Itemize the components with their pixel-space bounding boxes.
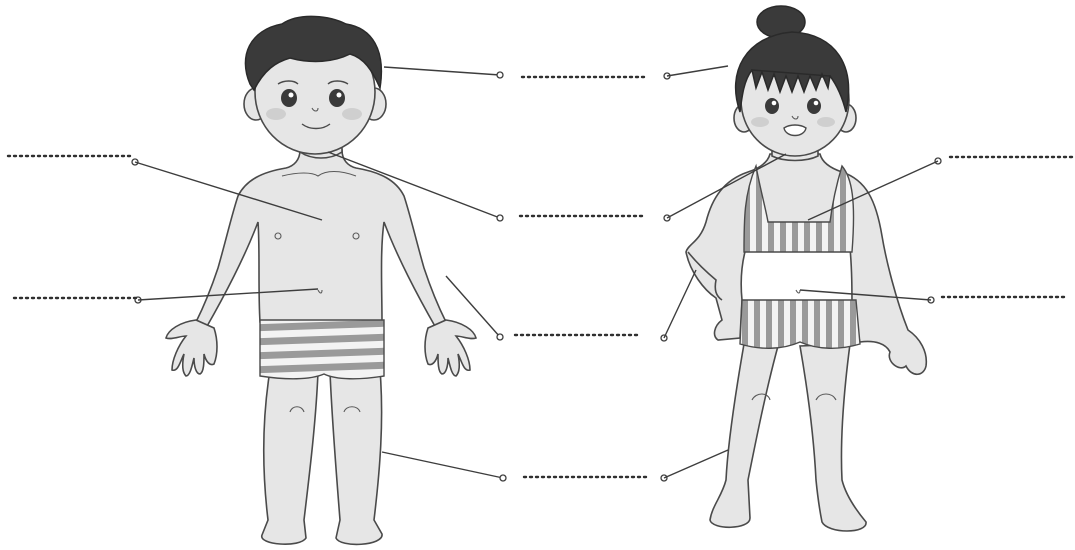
endpoint-boy-neck — [497, 215, 503, 221]
leader-boy-head — [384, 67, 500, 75]
boy-figure — [166, 16, 476, 544]
answer-blanks[interactable] — [8, 77, 1073, 477]
endpoint-boy-leg — [500, 475, 506, 481]
endpoint-boy-arm — [497, 334, 503, 340]
leader-girl-leg — [664, 450, 728, 478]
leader-girl-head — [667, 66, 728, 76]
leader-boy-leg — [382, 452, 503, 478]
leader-girl-arm — [664, 270, 696, 338]
endpoint-boy-head — [497, 72, 503, 78]
